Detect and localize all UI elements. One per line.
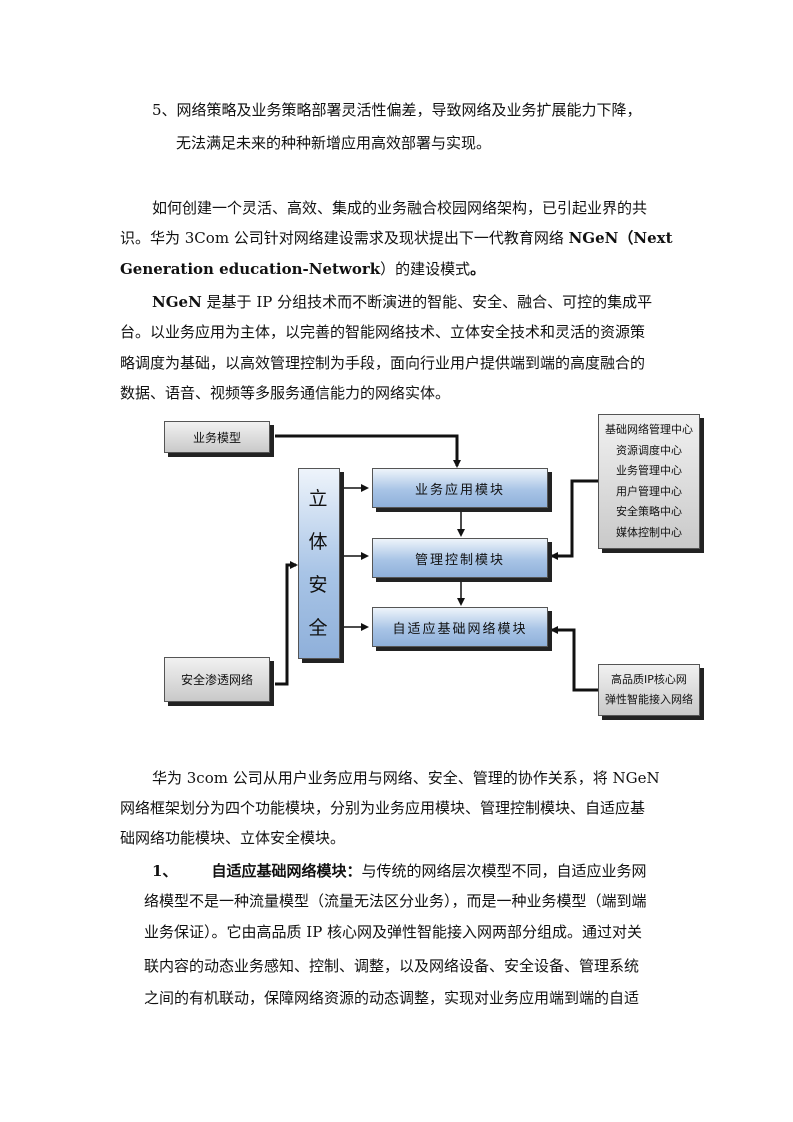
list-item-5-line1: 5、网络策略及业务策略部署灵活性偏差，导致网络及业务扩展能力下降， — [152, 101, 642, 119]
security-char-1: 立 — [308, 487, 330, 510]
center-item: 媒体控制中心 — [616, 525, 682, 539]
para2-line1-bold: NGeN — [152, 293, 202, 311]
security-bar: 立 体 安 全 — [298, 468, 340, 659]
item1-line1-text: 与传统的网络层次模型不同，自适应业务网 — [361, 862, 647, 880]
connector-centers — [550, 479, 598, 560]
item1-line2: 络模型不是一种流量模型（流量无法区分业务），而是一种业务模型（端到端 — [144, 892, 647, 910]
para1-line3-bold: Generation education-Network — [120, 260, 381, 278]
core-network-box: 高品质IP核心网 弹性智能接入网络 — [598, 664, 700, 716]
para3-line1: 华为 3com 公司从用户业务应用与网络、安全、管理的协作关系，将 NGeN — [152, 769, 660, 787]
para1-line1: 如何创建一个灵活、高效、集成的业务融合校园网络架构，已引起业界的共 — [152, 199, 648, 217]
connector-core-network — [550, 626, 598, 692]
item1-line4: 联内容的动态业务感知、控制、调整，以及网络设备、安全设备、管理系统 — [144, 957, 640, 975]
center-item: 安全策略中心 — [616, 505, 682, 519]
connector-business-model — [275, 434, 461, 468]
list-item-5-line2: 无法满足未来的种种新增应用高效部署与实现。 — [176, 134, 492, 152]
connector-security-network — [275, 561, 298, 686]
item1-title: 自适应基础网络模块： — [211, 862, 362, 880]
para1-line3: Generation education-Network）的建设模式。 — [120, 259, 485, 279]
business-module-box: 业务应用模块 — [372, 468, 548, 508]
item1-line3: 业务保证）。它由高品质 IP 核心网及弹性智能接入网两部分组成。通过对关 — [144, 923, 643, 941]
item1-line1: 1、 自适应基础网络模块：与传统的网络层次模型不同，自适应业务网 — [152, 861, 646, 881]
center-item: 基础网络管理中心 — [605, 423, 693, 437]
para3-line2: 网络框架划分为四个功能模块，分别为业务应用模块、管理控制模块、自适应基 — [120, 799, 646, 817]
security-char-4: 全 — [308, 616, 330, 639]
management-module-box: 管理控制模块 — [372, 538, 548, 578]
management-centers-box: 基础网络管理中心 资源调度中心 业务管理中心 用户管理中心 安全策略中心 媒体控… — [598, 414, 700, 549]
center-item: 业务管理中心 — [616, 464, 682, 478]
item1-line5: 之间的有机联动，保障网络资源的动态调整，实现对业务应用端到端的自适 — [144, 989, 640, 1007]
para1-line2: 识。华为 3Com 公司针对网络建设需求及现状提出下一代教育网络 NGeN（Ne… — [120, 228, 673, 248]
network-module-box: 自适应基础网络模块 — [372, 607, 548, 647]
para1-line3-text: ）的建设模式 — [380, 260, 471, 278]
core-network-line: 高品质IP核心网 — [611, 673, 687, 686]
para1-line2-text: 识。华为 3Com 公司针对网络建设需求及现状提出下一代教育网络 — [120, 229, 569, 247]
para1-line3-end: 。 — [470, 260, 486, 278]
center-item: 用户管理中心 — [616, 484, 682, 498]
para2-line1: NGeN 是基于 IP 分组技术而不断演进的智能、安全、融合、可控的集成平 — [152, 292, 652, 312]
access-network-line: 弹性智能接入网络 — [605, 693, 693, 706]
security-char-3: 安 — [308, 573, 330, 596]
para2-line3: 略调度为基础，以高效管理控制为手段，面向行业用户提供端到端的高度融合的 — [120, 354, 646, 372]
item1-number: 1、 — [152, 862, 178, 880]
business-model-box: 业务模型 — [164, 421, 270, 453]
para2-line1-text: 是基于 IP 分组技术而不断演进的智能、安全、融合、可控的集成平 — [201, 293, 653, 311]
para3-line3: 础网络功能模块、立体安全模块。 — [120, 829, 346, 847]
para2-line2: 台。以业务应用为主体，以完善的智能网络技术、立体安全技术和灵活的资源策 — [120, 323, 646, 341]
para1-line2-bold: NGeN（Next — [568, 229, 673, 247]
security-char-2: 体 — [308, 530, 330, 553]
center-item: 资源调度中心 — [616, 443, 682, 457]
security-network-box: 安全渗透网络 — [164, 657, 270, 702]
para2-line4: 数据、语音、视频等多服务通信能力的网络实体。 — [120, 384, 451, 402]
